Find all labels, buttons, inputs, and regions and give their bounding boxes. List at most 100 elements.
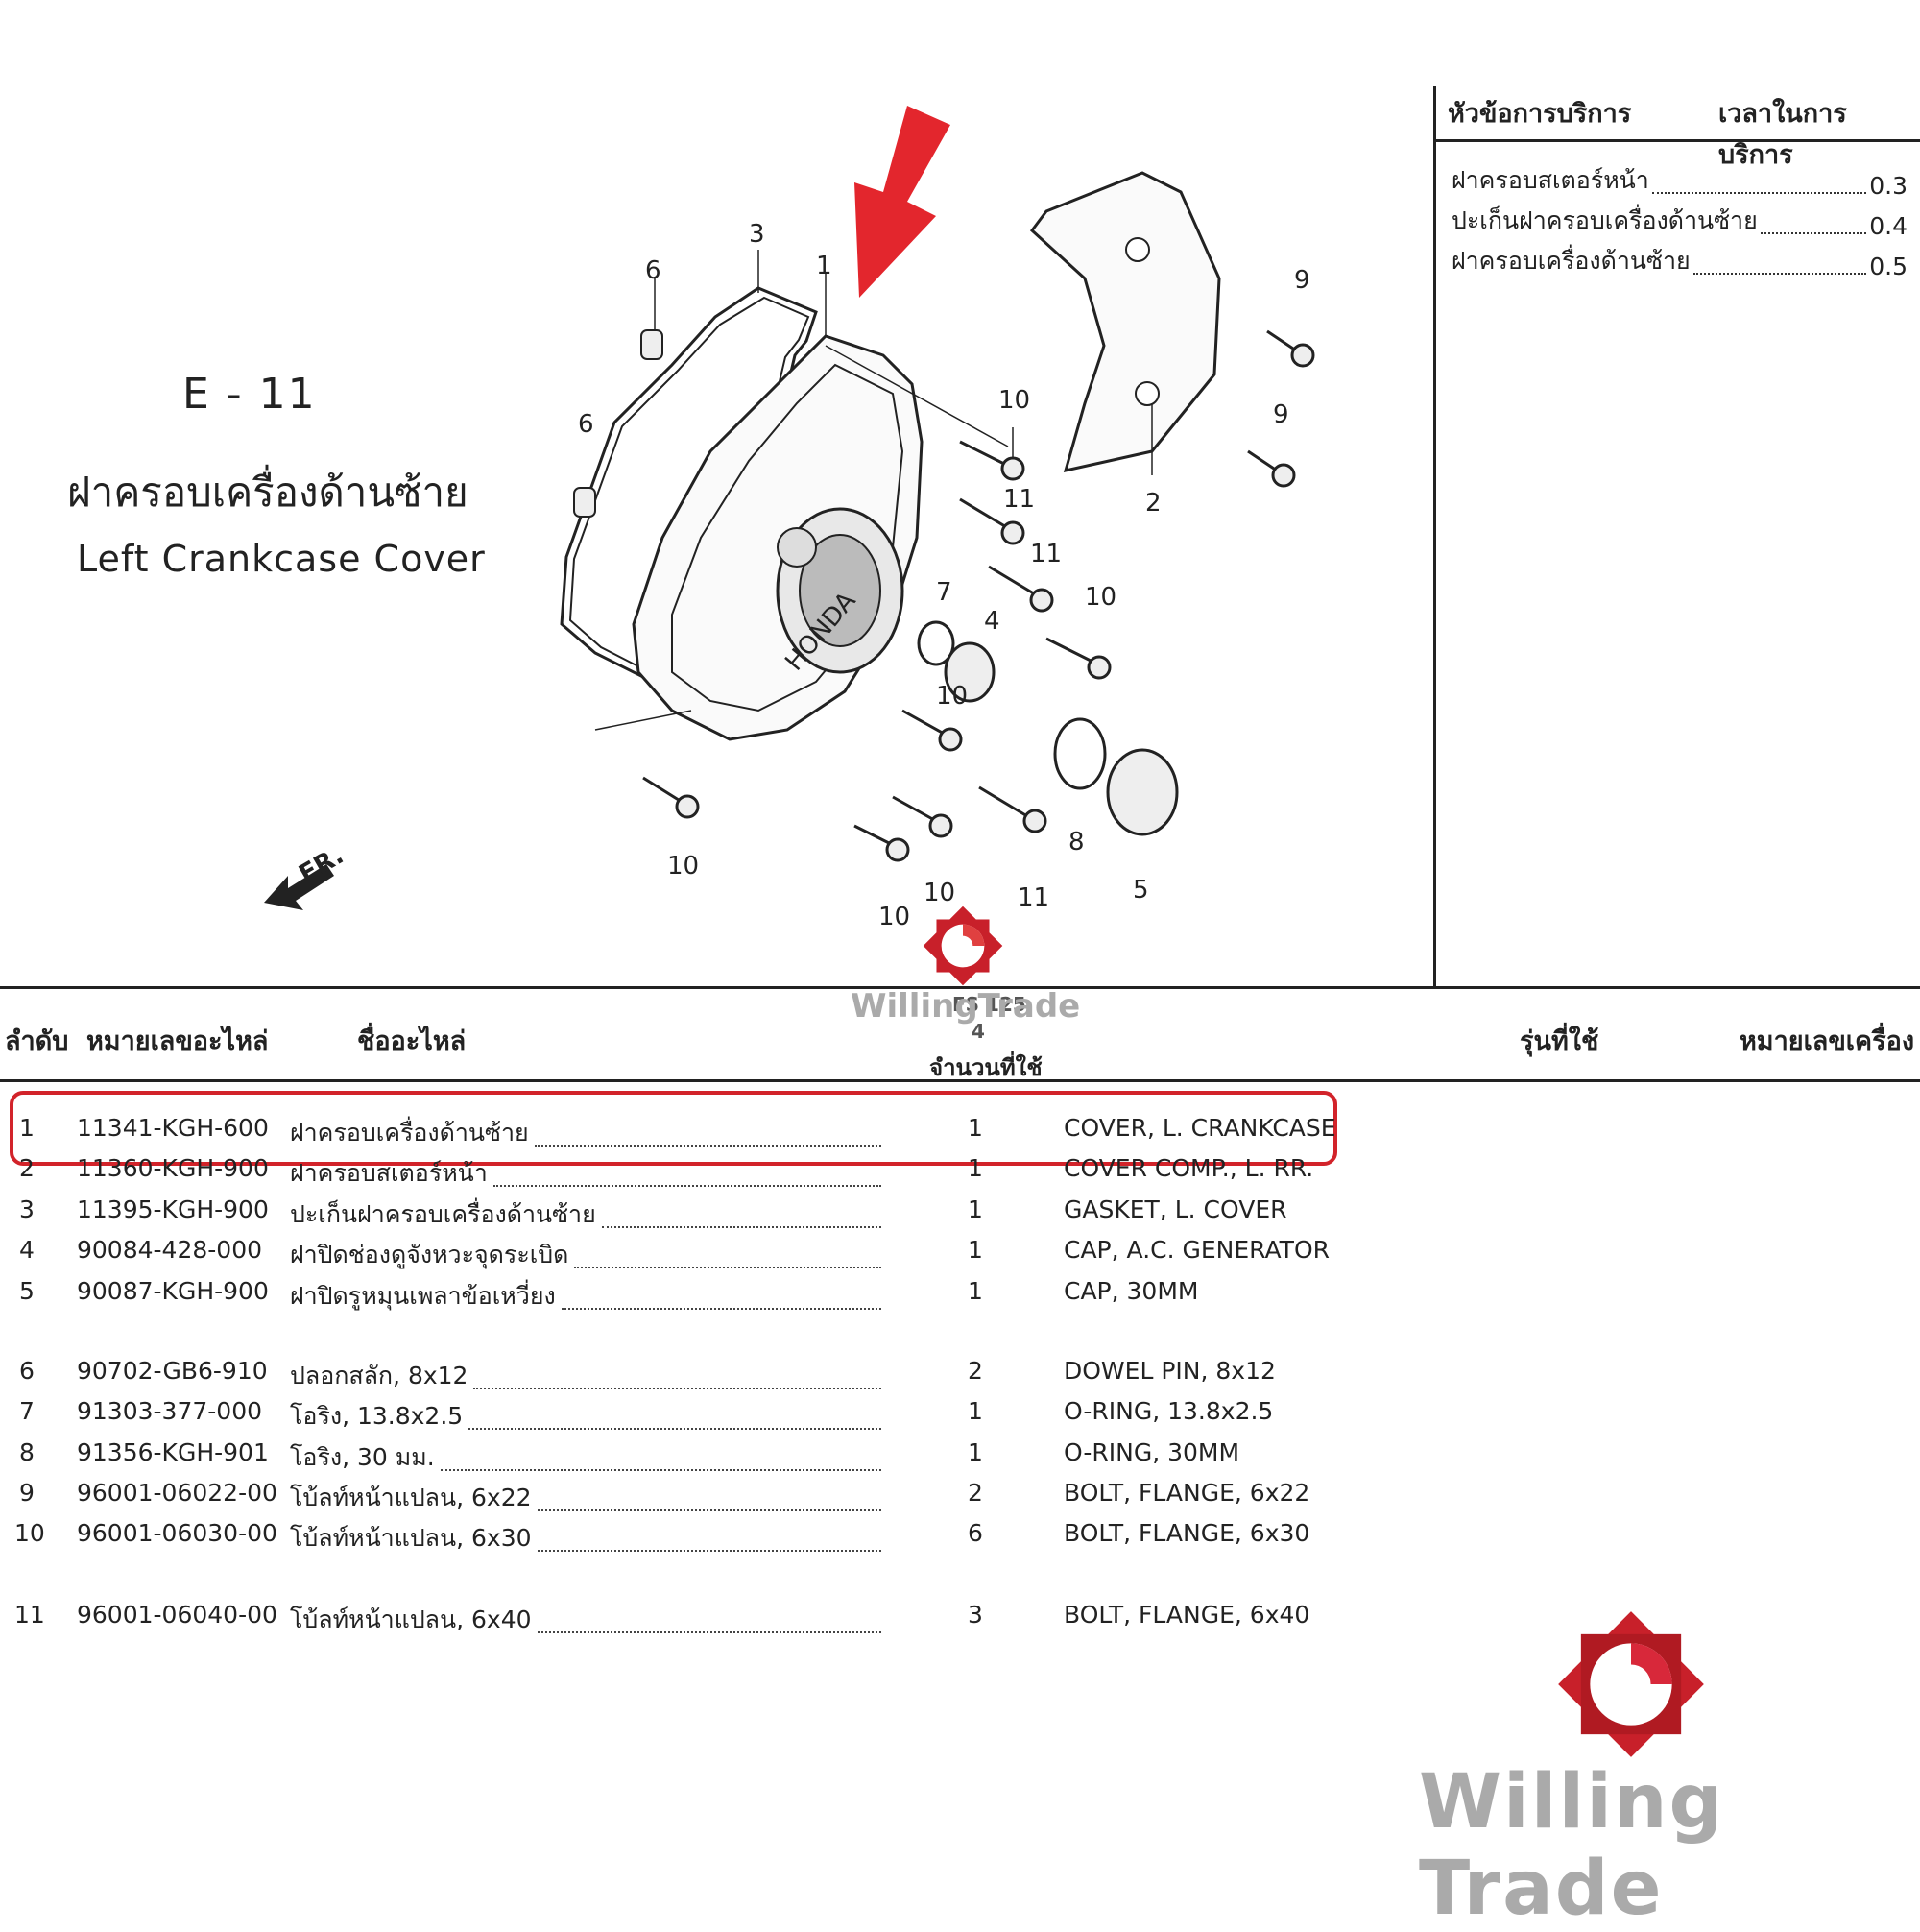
- diagram-code: E - 11: [182, 370, 317, 419]
- row-name: โบ้ลท์หน้าแปลน, 6x30: [290, 1524, 532, 1552]
- row-qty: 6: [968, 1519, 983, 1547]
- table-row: 4 90084-428-000 ฝาปิดช่องดูจังหวะจุดระเบ…: [0, 1236, 1440, 1274]
- row-part-no: 96001-06022-00: [77, 1479, 277, 1507]
- callout-label: 10: [924, 879, 955, 907]
- callout-label: 10: [1085, 583, 1116, 612]
- row-name-en: BOLT, FLANGE, 6x30: [1064, 1519, 1310, 1547]
- watermark-logo-icon: [923, 906, 1003, 986]
- service-row: ฝาครอบเครื่องด้านซ้าย 0.5: [1452, 242, 1908, 280]
- header-no: ลำดับ: [5, 1026, 69, 1056]
- row-part-no: 91356-KGH-901: [77, 1438, 269, 1466]
- dot-leader: [1651, 192, 1867, 194]
- callout-numbers: 3 1 6 6 2 7 4 8 5 9 9 10 10 10 10 10 10 …: [578, 220, 1310, 931]
- willing-trade-brand-text: Willing Trade: [1419, 1759, 1725, 1932]
- header-model-code: FS 125: [952, 993, 1026, 1016]
- panel-divider: [1433, 86, 1436, 989]
- row-name: โอริง, 30 มม.: [290, 1443, 435, 1471]
- row-part-no: 96001-06030-00: [77, 1519, 277, 1547]
- header-engine-no: หมายเลขเครื่อง: [1740, 1026, 1914, 1056]
- header-part-no: หมายเลขอะไหล่: [86, 1026, 269, 1056]
- diagram-title-en: Left Crankcase Cover: [77, 538, 486, 580]
- callout-label: 1: [816, 252, 832, 280]
- row-no: 3: [19, 1195, 35, 1223]
- row-qty: 2: [968, 1357, 983, 1385]
- row-qty: 1: [968, 1438, 983, 1466]
- dowel-pin: [640, 329, 663, 360]
- callout-label: 11: [1003, 485, 1035, 514]
- watermark-small-text: WillingTrade: [851, 987, 1081, 1026]
- row-no: 4: [19, 1236, 35, 1264]
- table-row: 7 91303-377-000 โอริง, 13.8x2.5 1 O-RING…: [0, 1397, 1440, 1436]
- row-name: ฝาปิดช่องดูจังหวะจุดระเบิด: [290, 1241, 569, 1268]
- diagram-title-th: ฝาครอบเครื่องด้านซ้าย: [67, 469, 468, 516]
- row-name-en: BOLT, FLANGE, 6x22: [1064, 1479, 1310, 1507]
- table-row: 8 91356-KGH-901 โอริง, 30 มม. 1 O-RING, …: [0, 1438, 1440, 1477]
- row-no: 8: [19, 1438, 35, 1466]
- service-header-rule: [1435, 139, 1920, 142]
- dot-leader: [537, 1631, 881, 1633]
- row-name: โบ้ลท์หน้าแปลน, 6x40: [290, 1606, 532, 1633]
- front-arrow-icon: [264, 864, 334, 910]
- header-qty: จำนวนที่ใช้: [929, 1054, 1043, 1081]
- row-name: ปลอกสลัก, 8x12: [290, 1362, 468, 1389]
- row-part-no: 90702-GB6-910: [77, 1357, 268, 1385]
- row-qty: 1: [968, 1277, 983, 1305]
- cap-generator: [944, 641, 996, 703]
- service-header-item: หัวข้อการบริการ: [1448, 99, 1632, 129]
- callout-label: 4: [984, 607, 1000, 636]
- table-row: 1 11341-KGH-600 ฝาครอบเครื่องด้านซ้าย 1 …: [0, 1114, 1440, 1152]
- header-model: รุ่นที่ใช้: [1520, 1026, 1599, 1056]
- row-name-en: O-RING, 30MM: [1064, 1438, 1240, 1466]
- table-row: 10 96001-06030-00 โบ้ลท์หน้าแปลน, 6x30 6…: [0, 1519, 1440, 1558]
- table-top-rule: [0, 986, 1920, 989]
- row-name-en: O-RING, 13.8x2.5: [1064, 1397, 1274, 1425]
- callout-label: 10: [998, 386, 1030, 415]
- row-no: 1: [19, 1114, 35, 1142]
- row-name-en: BOLT, FLANGE, 6x40: [1064, 1601, 1310, 1629]
- row-qty: 1: [968, 1114, 983, 1142]
- row-part-no: 90087-KGH-900: [77, 1277, 269, 1305]
- row-part-no: 11395-KGH-900: [77, 1195, 269, 1223]
- service-row-label: ฝาครอบสเตอร์หน้า: [1452, 166, 1649, 194]
- service-row-value: 0.4: [1869, 212, 1908, 240]
- callout-label: 3: [749, 220, 765, 249]
- dot-leader: [440, 1469, 881, 1471]
- willing-trade-logo-icon: [1558, 1611, 1704, 1757]
- service-row-label: ฝาครอบเครื่องด้านซ้าย: [1452, 247, 1691, 275]
- table-row: 11 96001-06040-00 โบ้ลท์หน้าแปลน, 6x40 3…: [0, 1601, 1440, 1639]
- row-no: 10: [14, 1519, 45, 1547]
- callout-label: 9: [1273, 400, 1289, 429]
- row-name: ปะเก็นฝาครอบเครื่องด้านซ้าย: [290, 1200, 596, 1228]
- row-name-en: COVER COMP., L. RR.: [1064, 1154, 1314, 1182]
- service-row-value: 0.5: [1869, 253, 1908, 280]
- o-ring-large: [1053, 717, 1107, 790]
- dot-leader: [1692, 273, 1867, 275]
- dot-leader: [537, 1550, 881, 1552]
- dot-leader: [561, 1308, 881, 1310]
- row-qty: 2: [968, 1479, 983, 1507]
- row-name: โอริง, 13.8x2.5: [290, 1402, 464, 1430]
- callout-label: 8: [1068, 828, 1085, 857]
- row-part-no: 90084-428-000: [77, 1236, 263, 1264]
- table-row: 3 11395-KGH-900 ปะเก็นฝาครอบเครื่องด้านซ…: [0, 1195, 1440, 1234]
- table-row: 6 90702-GB6-910 ปลอกสลัก, 8x12 2 DOWEL P…: [0, 1357, 1440, 1395]
- row-name: ฝาครอบเครื่องด้านซ้าย: [290, 1119, 529, 1147]
- header-model-sub: 4: [972, 1020, 985, 1043]
- row-no: 5: [19, 1277, 35, 1305]
- dot-leader: [574, 1267, 881, 1268]
- exploded-parts-diagram: HONDA 3 1 6 6 2 7 4: [264, 106, 1315, 931]
- row-no: 11: [14, 1601, 45, 1629]
- row-name-en: CAP, 30MM: [1064, 1277, 1199, 1305]
- service-row-label: ปะเก็นฝาครอบเครื่องด้านซ้าย: [1452, 206, 1758, 234]
- red-arrow-icon: [854, 106, 950, 298]
- dot-leader: [1760, 232, 1867, 234]
- service-header-time: เวลาในการบริการ: [1718, 99, 1847, 170]
- row-qty: 1: [968, 1154, 983, 1182]
- header-part-name: ชื่ออะไหล่: [357, 1026, 467, 1056]
- callout-label: 6: [645, 256, 661, 285]
- highlight-box: [10, 1091, 1337, 1166]
- row-name-en: COVER, L. CRANKCASE: [1064, 1114, 1336, 1142]
- dot-leader: [473, 1388, 881, 1389]
- row-no: 7: [19, 1397, 35, 1425]
- sprocket-cover: [1029, 171, 1221, 473]
